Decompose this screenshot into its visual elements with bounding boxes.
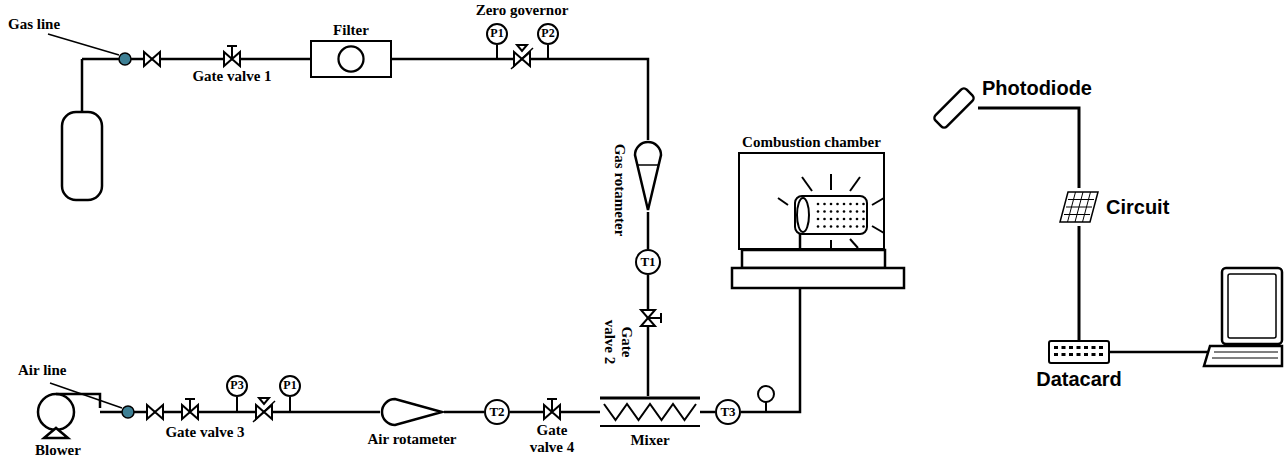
thermocouple: T1 bbox=[635, 249, 661, 275]
part-name: Datacard bbox=[1036, 368, 1122, 390]
pipe-connector bbox=[122, 406, 134, 418]
air-rotameter-outline bbox=[380, 397, 444, 427]
gate-valve-symbol bbox=[224, 46, 240, 66]
gauge-label: P2 bbox=[541, 27, 554, 40]
photodiode-outline bbox=[930, 84, 978, 132]
pressure-gauge: P2 bbox=[537, 23, 559, 45]
circuit-board-outline bbox=[1058, 188, 1100, 226]
part-name: Air rotameter bbox=[368, 431, 457, 448]
gauge-stem bbox=[289, 397, 291, 412]
part-name: Filter bbox=[333, 22, 369, 39]
gas-rotameter: Gas rotameter bbox=[633, 140, 663, 212]
pressure-gauge: P1 bbox=[486, 23, 508, 45]
part-name: Mixer bbox=[630, 432, 669, 449]
gauge-label: P3 bbox=[230, 379, 243, 392]
part-name: Photodiode bbox=[982, 77, 1092, 99]
signal-wire bbox=[1078, 226, 1081, 340]
thermocouple: T3 bbox=[715, 399, 741, 425]
pipe-line bbox=[700, 411, 715, 414]
data-cable bbox=[1110, 351, 1210, 354]
gauge-label: T1 bbox=[640, 255, 655, 269]
gate-valve-symbol bbox=[544, 399, 560, 419]
gauge-label: T3 bbox=[720, 405, 735, 419]
gauge-stem bbox=[236, 397, 238, 412]
pipe-line bbox=[444, 411, 484, 414]
gauge-label: P1 bbox=[490, 27, 503, 40]
signal-wire bbox=[978, 108, 1079, 188]
line-label: Gas line bbox=[8, 16, 60, 33]
valve-symbol bbox=[147, 405, 163, 419]
gate-valve-symbol bbox=[641, 310, 661, 326]
pressure-gauge: P3 bbox=[226, 375, 248, 397]
pipe-line bbox=[647, 212, 650, 249]
circuit-board: Circuit bbox=[1058, 188, 1100, 226]
laptop bbox=[1204, 268, 1282, 366]
part-name: Combustion chamber bbox=[742, 134, 881, 151]
blower-symbol bbox=[38, 394, 100, 438]
gas-pipe bbox=[82, 58, 310, 61]
pressure-gauge: P1 bbox=[279, 375, 301, 397]
gauge-stem bbox=[547, 45, 549, 59]
burner-feed-pipe bbox=[799, 234, 802, 250]
valve-label: Gate valve 1 bbox=[192, 68, 271, 85]
photodiode: Photodiode bbox=[930, 84, 978, 132]
valve-label: Gate valve 3 bbox=[165, 424, 244, 441]
mixer-outline bbox=[600, 396, 700, 428]
part-name: Circuit bbox=[1106, 196, 1169, 218]
gauge-label: P1 bbox=[283, 379, 296, 392]
leader-line bbox=[50, 383, 122, 408]
gas-cylinder bbox=[62, 112, 102, 200]
gauge-label: T2 bbox=[489, 405, 504, 419]
chamber-platform bbox=[742, 250, 885, 268]
air-pipe bbox=[100, 411, 380, 414]
pipe-line bbox=[392, 59, 648, 140]
porous-burner bbox=[795, 196, 867, 234]
gas-pipe bbox=[81, 59, 84, 112]
gas-rotameter-outline bbox=[633, 140, 663, 212]
pressure-gauge bbox=[758, 386, 774, 402]
part-name: Gas rotameter bbox=[612, 144, 629, 237]
valve-symbol bbox=[144, 52, 160, 66]
line-label: Air line bbox=[18, 362, 66, 379]
chamber-base bbox=[732, 268, 904, 288]
air-rotameter: Air rotameter bbox=[380, 397, 444, 427]
valve-label: Zero governor bbox=[476, 2, 569, 19]
mixer: Mixer bbox=[600, 396, 700, 428]
gate-valve-symbol bbox=[182, 399, 198, 419]
leader-line bbox=[48, 34, 119, 55]
pressure-regulator-symbol bbox=[253, 398, 275, 422]
gauge-stem bbox=[765, 402, 767, 412]
flame-rays bbox=[778, 174, 884, 248]
filter-box: Filter bbox=[310, 40, 392, 78]
valve-label: Gate valve 2 bbox=[602, 314, 635, 370]
data-card: Datacard bbox=[1048, 340, 1110, 364]
pipe-line bbox=[647, 275, 650, 396]
part-label: Blower bbox=[35, 442, 81, 459]
combustion-chamber: Combustion chamber bbox=[738, 152, 885, 250]
data-card-outline bbox=[1048, 340, 1110, 364]
pipe-connector bbox=[119, 53, 131, 65]
valve-label: Gate valve 4 bbox=[526, 422, 578, 455]
gauge-stem bbox=[496, 45, 498, 59]
thermocouple: T2 bbox=[484, 399, 510, 425]
filter-box-outline bbox=[312, 42, 390, 76]
zero-governor-symbol bbox=[511, 45, 533, 69]
